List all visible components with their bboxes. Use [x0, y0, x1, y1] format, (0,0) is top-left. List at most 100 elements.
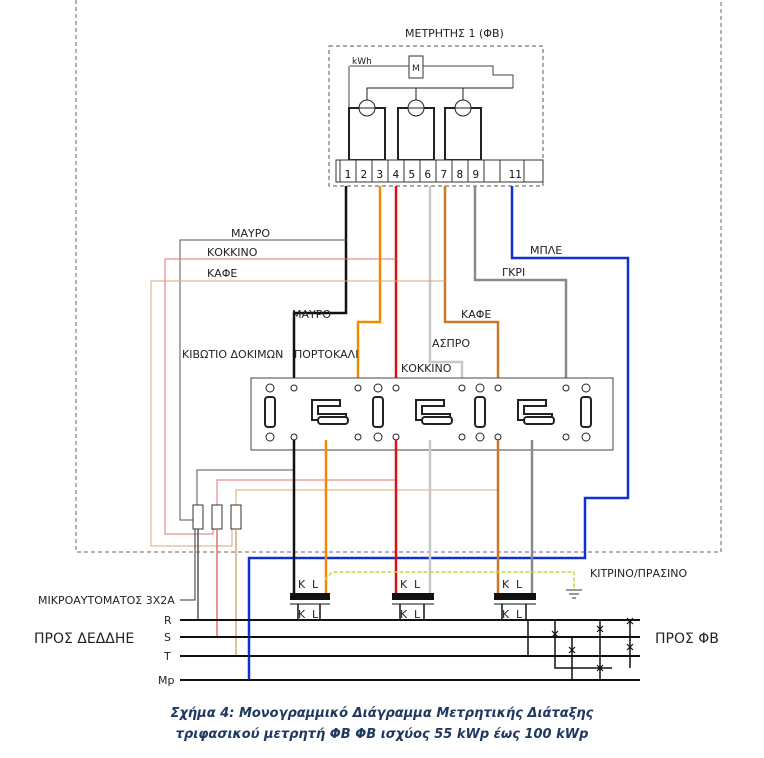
terminal-2: 2: [361, 168, 368, 181]
label-brown-upper: ΚΑΦΕ: [207, 267, 237, 280]
figure-caption: Σχήμα 4: Μονογραμμικό Διάγραμμα Μετρητικ…: [0, 703, 764, 745]
test-terminal: [373, 432, 383, 442]
earth-wire: [324, 571, 575, 590]
switch-mark: [626, 617, 634, 625]
outlet-2: [554, 620, 612, 669]
test-terminal: [475, 432, 485, 442]
test-terminal: [494, 433, 502, 441]
wire-brown-thin: [150, 280, 445, 547]
bus-label-mp: Mp: [158, 674, 174, 687]
test-link: [474, 396, 486, 428]
label-red-lower: ΚΟΚΚΙΝΟ: [401, 362, 452, 375]
wire-blue: [247, 186, 630, 680]
meter-title: ΜΕΤΡΗΤΗΣ 1 (ΦΒ): [405, 27, 504, 40]
label-black-upper: ΜΑΥΡΟ: [231, 227, 270, 240]
wire-brown-meter: [443, 186, 500, 380]
wire-black-thin: [179, 239, 346, 521]
switch-marks: [551, 617, 634, 672]
kwh-wiring-2: [423, 65, 514, 88]
test-box-label: ΚΙΒΩΤΙΟ ΔΟΚΙΜΩΝ: [182, 348, 283, 361]
meter-wires: [247, 186, 630, 680]
switch-mark: [596, 664, 604, 672]
label-black-lower: ΜΑΥΡΟ: [292, 308, 331, 321]
kwh-register: [408, 55, 424, 79]
ct-terminal-l: L: [312, 578, 319, 591]
wire-white-meter: [428, 186, 464, 380]
test-terminal: [581, 432, 591, 442]
test-terminal: [562, 384, 570, 392]
terminal-11: 11: [509, 168, 522, 181]
terminal-5: 5: [409, 168, 416, 181]
coil-bus: [366, 87, 513, 100]
ct-terminal-l: L: [414, 608, 421, 621]
label-white: ΑΣΠΡΟ: [432, 337, 470, 350]
ct-terminal-k: K: [298, 578, 306, 591]
breaker-label: ΜΙΚΡΟΑΥΤΟΜΑΤΟΣ 3Χ2Α: [38, 594, 175, 607]
test-terminal: [458, 433, 466, 441]
switch-mark: [626, 643, 634, 651]
meter-coils: [348, 87, 513, 161]
terminal-cell: [499, 159, 525, 183]
ct-terminal-l: L: [516, 578, 523, 591]
earth-symbol: [566, 589, 582, 599]
test-terminal: [290, 433, 298, 441]
switch-mark: [568, 646, 576, 654]
test-switch-bar: [421, 416, 453, 425]
label-red-upper: ΚΟΚΚΙΝΟ: [207, 246, 258, 259]
terminal-cell: [467, 159, 485, 183]
label-grey: ΓΚΡΙ: [502, 266, 525, 279]
ct-terminal-k: K: [400, 578, 408, 591]
terminal-8: 8: [457, 168, 464, 181]
busbars: RST Mp: [158, 614, 640, 687]
test-switch-bar: [317, 416, 349, 425]
ct-core: [392, 593, 434, 600]
test-terminal: [354, 384, 362, 392]
terminal-6: 6: [425, 168, 432, 181]
terminal-1: 1: [345, 168, 352, 181]
test-terminal: [265, 383, 275, 393]
label-blue: ΜΠΛΕ: [530, 244, 562, 257]
terminal-9: 9: [473, 168, 480, 181]
bus-right-label: ΠΡΟΣ ΦΒ: [655, 631, 719, 647]
breaker: [192, 504, 242, 530]
breaker-pole-1: [192, 504, 204, 530]
wire-orange-meter: [356, 186, 382, 380]
test-terminal: [581, 383, 591, 393]
test-switch-bar: [523, 416, 555, 425]
ct-terminal-k: K: [502, 578, 510, 591]
bus-left-label: ΠΡΟΣ ΔΕΔΔΗΕ: [34, 631, 134, 647]
ct-terminal-l: L: [414, 578, 421, 591]
breaker-leader: [180, 529, 196, 601]
kwh-label: kWh: [352, 57, 372, 67]
terminal-4: 4: [393, 168, 400, 181]
caption-line-1: Σχήμα 4: Μονογραμμικό Διάγραμμα Μετρητικ…: [170, 706, 594, 721]
bus-label-r: R: [164, 614, 172, 627]
outlet-1: [527, 620, 638, 657]
label-brown-lower: ΚΑΦΕ: [461, 308, 491, 321]
caption-line-2: τριφασικού μετρητή ΦΒ ΦΒ ισχύος 55 kWp έ…: [175, 727, 589, 742]
wire-black-meter: [292, 186, 348, 380]
test-link: [264, 396, 276, 428]
test-terminal: [475, 383, 485, 393]
ct-terminal-k: K: [502, 608, 510, 621]
test-terminal: [392, 384, 400, 392]
bus-label-t: T: [163, 650, 171, 663]
terminal-7: 7: [441, 168, 448, 181]
test-link: [580, 396, 592, 428]
switch-mark: [596, 625, 604, 633]
enclosure-border: [75, 0, 722, 553]
test-terminal: [354, 433, 362, 441]
outlet-3: [571, 637, 600, 681]
motor-label: M: [412, 64, 420, 74]
breaker-pole-3: [230, 504, 242, 530]
bus-label-s: S: [164, 631, 171, 644]
switch-mark: [551, 630, 559, 638]
breaker-pole-2: [211, 504, 223, 530]
pv-outlets: [527, 620, 638, 681]
test-box-devices: [264, 383, 592, 442]
ct-terminal-k: K: [298, 608, 306, 621]
test-link: [372, 396, 384, 428]
test-terminal: [373, 383, 383, 393]
